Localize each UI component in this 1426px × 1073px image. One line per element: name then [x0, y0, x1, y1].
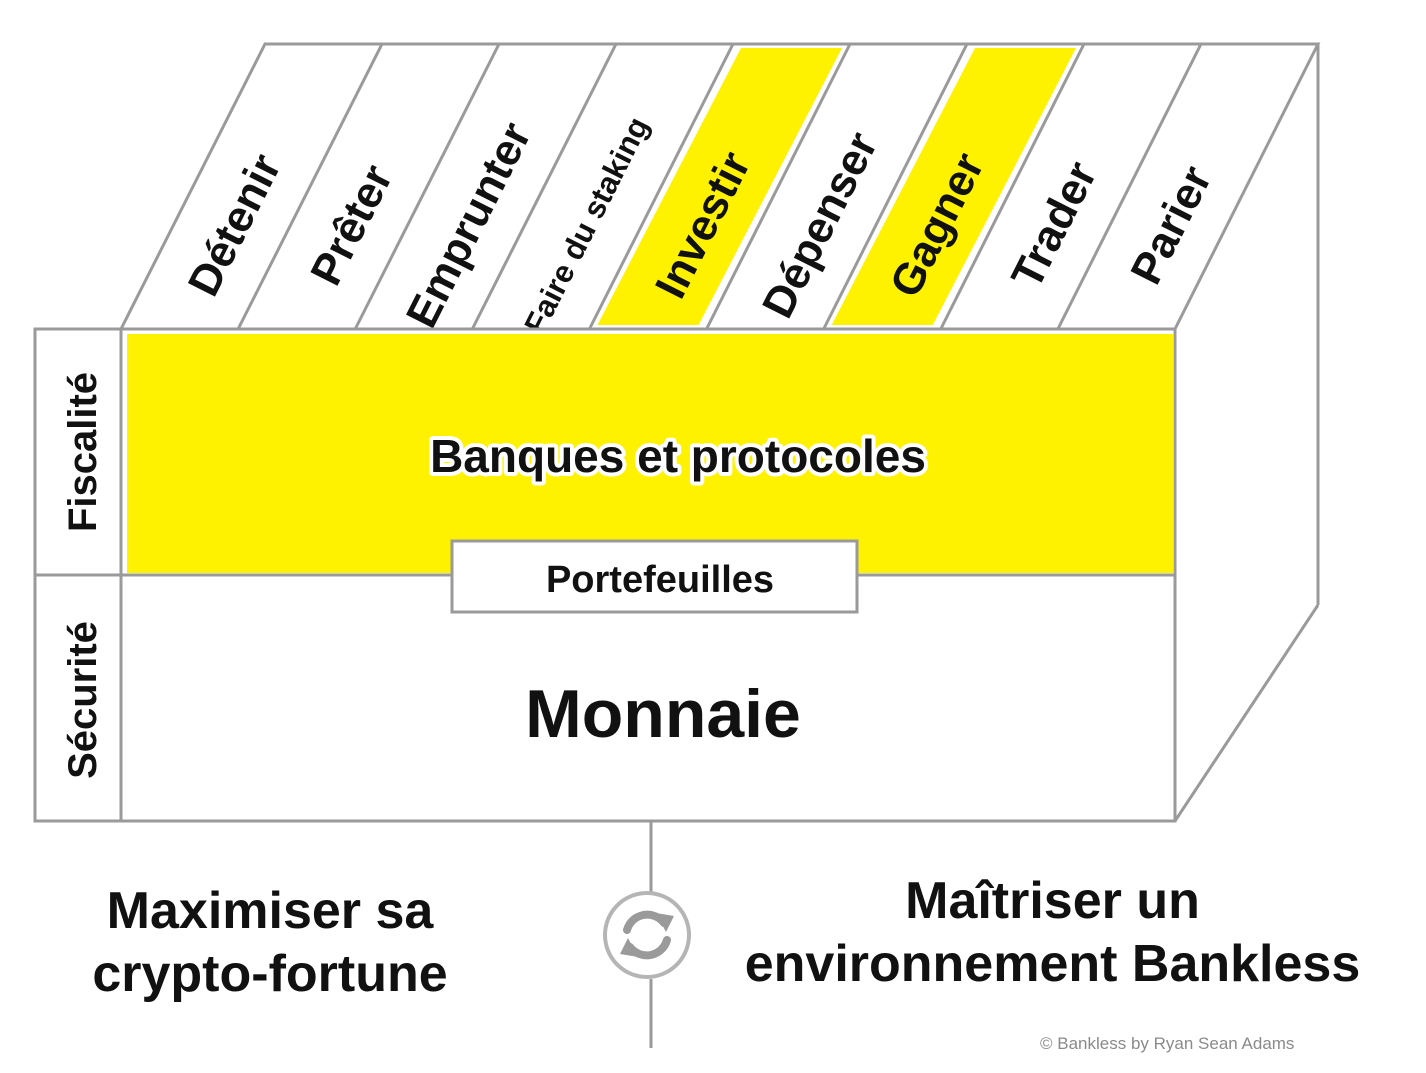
verb-label-preter: Prêter	[301, 157, 402, 293]
verb-divider	[1056, 43, 1203, 330]
verb-label-emprunter: Emprunter	[397, 115, 541, 336]
verb-divider	[822, 43, 969, 330]
verb-strip-highlight-gagner	[831, 48, 1076, 325]
highlighted-verb-strips	[597, 48, 1076, 325]
banks-layer	[127, 334, 1173, 573]
side-label-fiscalite: Fiscalité	[61, 372, 105, 532]
verb-strip-highlight-investir	[597, 48, 842, 325]
caption-right-line1: Maîtriser un	[905, 872, 1200, 930]
caption-left-line1: Maximiser sa	[106, 882, 434, 940]
verbs-panel	[119, 42, 1321, 330]
wallets-layer-label: Portefeuilles	[546, 559, 774, 601]
verb-divider	[353, 43, 501, 330]
verb-label-parier: Parier	[1121, 158, 1221, 291]
verb-divider	[470, 43, 618, 330]
caption-right-line2: environnement Bankless	[744, 935, 1361, 994]
copyright-notice: © Bankless by Ryan Sean Adams	[1040, 1034, 1295, 1053]
verb-divider	[939, 43, 1086, 330]
box-right-face	[1173, 44, 1320, 822]
refresh-icon	[603, 891, 691, 979]
caption-master-bankless: Maîtriser un environnement Bankless	[695, 870, 1410, 997]
verb-divider	[588, 43, 735, 330]
verb-divider	[705, 43, 852, 330]
wallets-layer: Portefeuilles	[450, 539, 859, 614]
caption-maximize-fortune: Maximiser sa crypto-fortune	[40, 880, 500, 1007]
center-connector	[603, 821, 691, 1048]
money-layer-label: Monnaie	[525, 676, 801, 752]
verb-dividers	[236, 43, 1203, 330]
verb-divider	[236, 43, 384, 330]
verb-label-detenir: Détenir	[179, 146, 291, 303]
caption-left-line2: crypto-fortune	[92, 945, 448, 1004]
box-front-face	[33, 327, 1177, 823]
banks-layer-label: Banques et protocoles	[430, 430, 926, 482]
side-label-securite: Sécurité	[61, 621, 105, 779]
